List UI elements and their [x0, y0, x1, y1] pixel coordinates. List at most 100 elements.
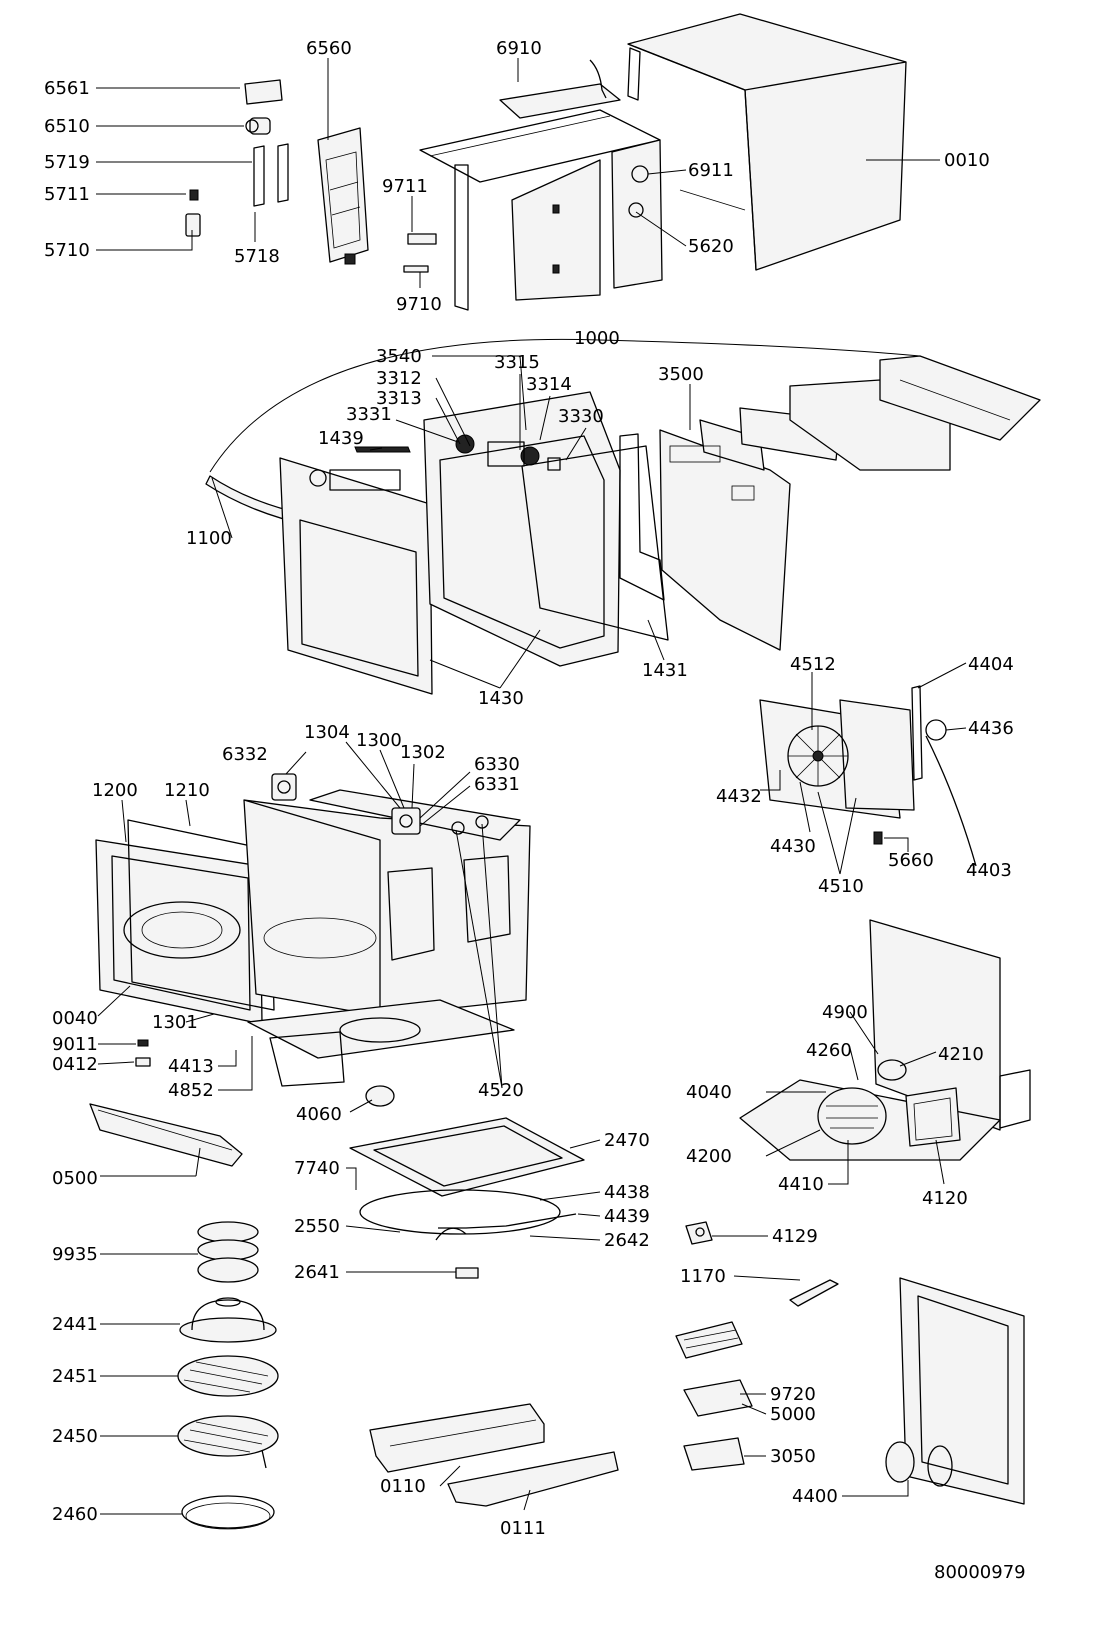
- label-3500: 3500: [658, 364, 704, 385]
- part-4400-frame: [885, 1277, 1025, 1505]
- part-oven-cavity: [243, 789, 531, 1017]
- part-6510-lamp: [245, 117, 271, 135]
- part-2451-grill-rack: [177, 1355, 279, 1397]
- label-6910: 6910: [496, 38, 542, 59]
- part-drawings: [89, 13, 1041, 1530]
- label-3313: 3313: [376, 388, 422, 409]
- label-4129: 4129: [772, 1226, 818, 1247]
- label-4413: 4413: [168, 1056, 214, 1077]
- label-2460: 2460: [52, 1504, 98, 1525]
- label-5620: 5620: [688, 236, 734, 257]
- label-4040: 4040: [686, 1082, 732, 1103]
- part-6332-thermostat: [271, 773, 297, 801]
- label-5660: 5660: [888, 850, 934, 871]
- label-4900: 4900: [822, 1002, 868, 1023]
- label-5000: 5000: [770, 1404, 816, 1425]
- label-4403: 4403: [966, 860, 1012, 881]
- part-3500-pcb-bracket: [659, 419, 791, 651]
- label-6330: 6330: [474, 754, 520, 775]
- leader-lines: [96, 58, 977, 1515]
- label-4436: 4436: [968, 718, 1014, 739]
- part-bottom-plate: [247, 999, 515, 1087]
- part-grill-tray: [675, 1321, 743, 1359]
- part-9720-5000-bracket: [683, 1379, 753, 1417]
- part-1200-door: [95, 839, 263, 1025]
- label-5711: 5711: [44, 184, 90, 205]
- label-1300: 1300: [356, 730, 402, 751]
- label-2451: 2451: [52, 1366, 98, 1387]
- part-3050-connector: [683, 1437, 745, 1471]
- label-6561: 6561: [44, 78, 90, 99]
- part-top-frame-bracket: [739, 355, 1041, 471]
- label-1170: 1170: [680, 1266, 726, 1287]
- label-4410: 4410: [778, 1174, 824, 1195]
- part-0010-outer-case: [627, 13, 907, 271]
- part-2641-bracket: [455, 1267, 479, 1279]
- part-4120-transformer: [905, 1087, 961, 1147]
- label-3315: 3315: [494, 352, 540, 373]
- label-4510: 4510: [818, 876, 864, 897]
- label-1210: 1210: [164, 780, 210, 801]
- label-4430: 4430: [770, 836, 816, 857]
- label-4400: 4400: [792, 1486, 838, 1507]
- part-2460-ring: [181, 1495, 275, 1530]
- label-0111: 0111: [500, 1518, 546, 1539]
- part-4129-block: [685, 1221, 713, 1245]
- label-1000: 1000: [574, 328, 620, 349]
- label-0110: 0110: [380, 1476, 426, 1497]
- label-3330: 3330: [558, 406, 604, 427]
- label-1100: 1100: [186, 528, 232, 549]
- part-4510-fan-housing: [759, 699, 915, 819]
- label-6560: 6560: [306, 38, 352, 59]
- label-4439: 4439: [604, 1206, 650, 1227]
- part-4404-bracket: [911, 685, 923, 781]
- label-3312: 3312: [376, 368, 422, 389]
- part-9711-hinge: [407, 233, 437, 245]
- label-2642: 2642: [604, 1230, 650, 1251]
- label-1302: 1302: [400, 742, 446, 763]
- label-2450: 2450: [52, 1426, 98, 1447]
- label-3050: 3050: [770, 1446, 816, 1467]
- label-3540: 3540: [376, 346, 422, 367]
- part-4200-magnetron: [817, 1087, 887, 1145]
- label-1439: 1439: [318, 428, 364, 449]
- label-1200: 1200: [92, 780, 138, 801]
- label-4200: 4200: [686, 1146, 732, 1167]
- label-2550: 2550: [294, 1216, 340, 1237]
- label-9711: 9711: [382, 176, 428, 197]
- label-4120: 4120: [922, 1188, 968, 1209]
- label-0412: 0412: [52, 1054, 98, 1075]
- part-5660-small: [873, 831, 883, 845]
- part-1300-switches: [391, 807, 421, 835]
- part-1210-door-frame: [127, 819, 275, 1011]
- part-9710-pin: [403, 265, 429, 273]
- part-2441-crisp-plate: [179, 1297, 277, 1343]
- part-1439-strip: [354, 446, 411, 453]
- label-9710: 9710: [396, 294, 442, 315]
- part-4210-capacitor: [877, 1059, 907, 1081]
- part-9011-0412-small: [135, 1039, 151, 1067]
- label-6911: 6911: [688, 160, 734, 181]
- leader-1000-arc: [209, 338, 921, 473]
- label-6510: 6510: [44, 116, 90, 137]
- label-3331: 3331: [346, 404, 392, 425]
- label-9935: 9935: [52, 1244, 98, 1265]
- label-4432: 4432: [716, 786, 762, 807]
- label-2470: 2470: [604, 1130, 650, 1151]
- label-4512: 4512: [790, 654, 836, 675]
- label-5718: 5718: [234, 246, 280, 267]
- part-4436-wheel: [925, 719, 977, 867]
- label-0040: 0040: [52, 1008, 98, 1029]
- document-number: 80000979: [934, 1562, 1026, 1583]
- label-9011: 9011: [52, 1034, 98, 1055]
- part-5719-covers: [253, 143, 289, 207]
- label-4060: 4060: [296, 1104, 342, 1125]
- label-4210: 4210: [938, 1044, 984, 1065]
- label-4852: 4852: [168, 1080, 214, 1101]
- part-6560-control-bracket: [317, 127, 369, 265]
- part-1430-front-frame: [279, 457, 433, 695]
- part-4060-motor: [365, 1085, 395, 1107]
- label-1431: 1431: [642, 660, 688, 681]
- label-4438: 4438: [604, 1182, 650, 1203]
